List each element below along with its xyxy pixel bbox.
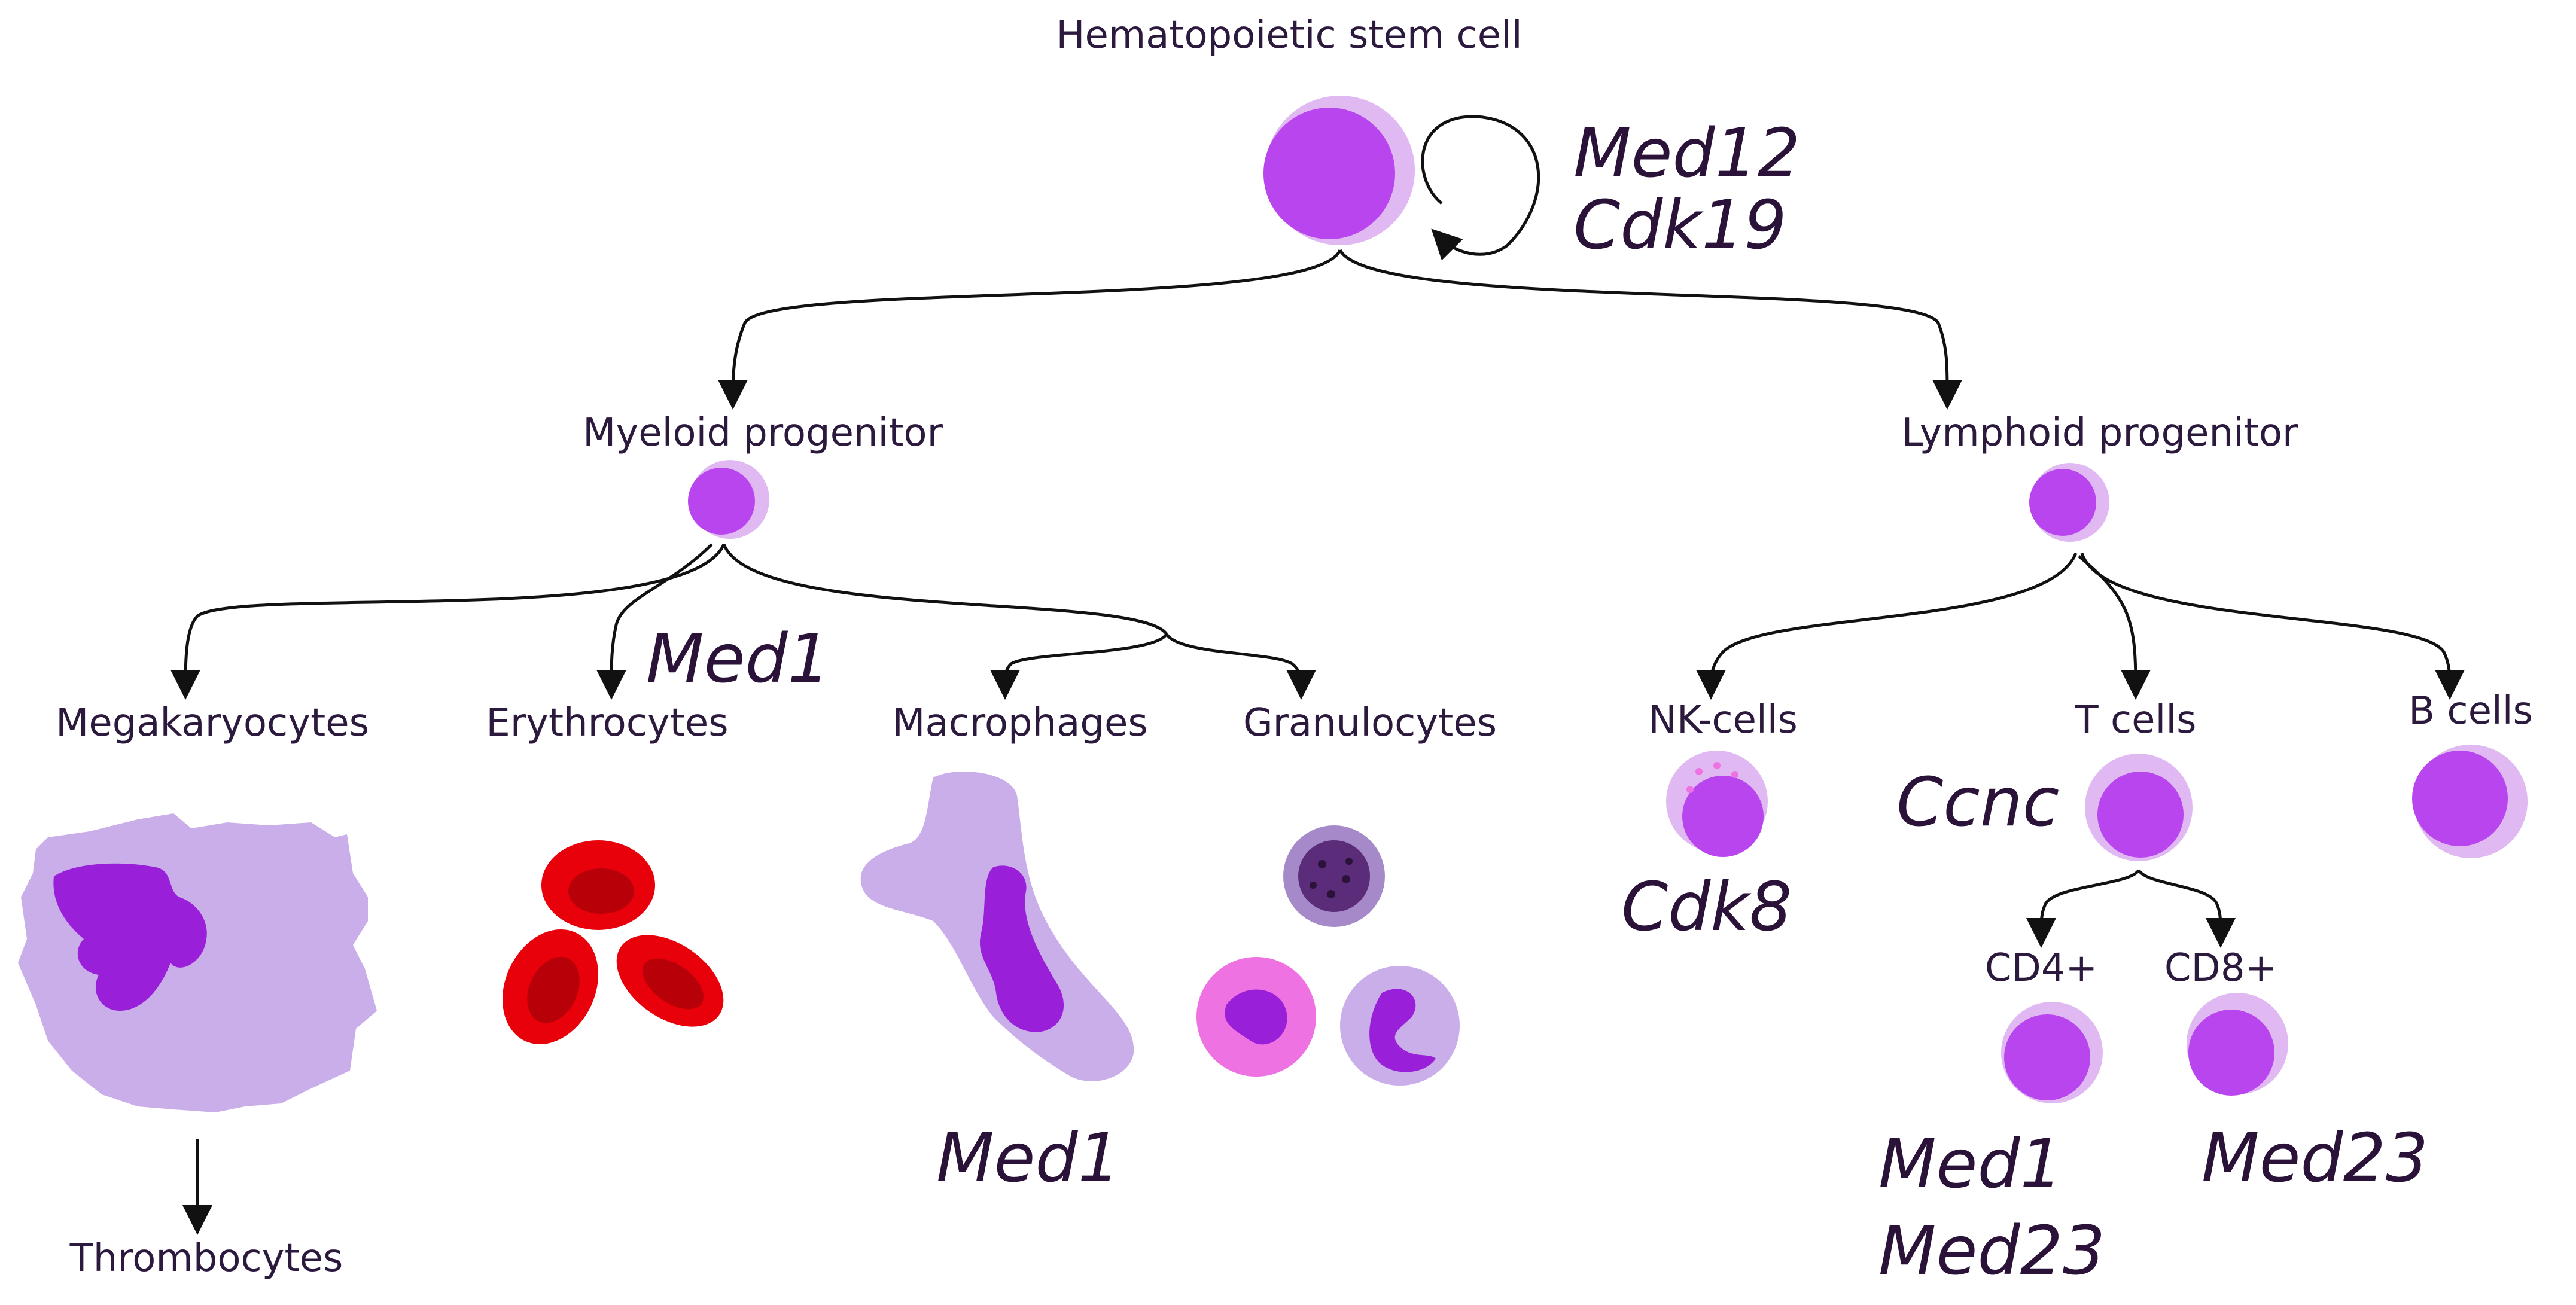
cd8-cell-icon [2187, 993, 2288, 1096]
edge-myeloid-split [722, 544, 1168, 635]
edge-lymphoid-t [2078, 555, 2151, 700]
nk-cell-icon [1666, 751, 1768, 857]
edge-lymphoid-nk [1696, 553, 2078, 700]
lymphoid-progenitor-cell-icon [2029, 463, 2109, 542]
edge-hsc-myeloid [718, 249, 1342, 410]
t-cell-icon [2085, 754, 2193, 861]
gene-cd4-med23: Med23 [1878, 1212, 2105, 1290]
edge-split-macrophages [990, 633, 1168, 700]
label-lymphoid-progenitor: Lymphoid progenitor [1902, 411, 2298, 455]
edge-t-cd8 [2137, 869, 2236, 948]
myeloid-progenitor-cell-icon [688, 460, 769, 539]
gene-nk-cdk8: Cdk8 [1621, 868, 1792, 946]
label-b-cells: B cells [2408, 689, 2533, 733]
gene-cd4-med1: Med1 [1878, 1126, 2063, 1203]
edge-t-cd4 [2026, 869, 2140, 948]
macrophage-cell-icon [860, 772, 1134, 1081]
b-cell-icon [2412, 745, 2528, 858]
label-hsc: Hematopoietic stem cell [1056, 13, 1522, 57]
gene-erythrocytes-med1: Med1 [646, 620, 830, 698]
edges [170, 115, 2465, 1235]
granulocytes-cells-icon [1196, 825, 1460, 1086]
label-cd4: CD4+ [1985, 946, 2097, 990]
label-t-cells: T cells [2075, 698, 2197, 742]
label-nk-cells: NK-cells [1648, 698, 1798, 742]
megakaryocyte-cell-icon [18, 813, 377, 1112]
label-granulocytes: Granulocytes [1243, 701, 1497, 745]
label-cd8: CD8+ [2164, 946, 2277, 990]
gene-cd8-med23: Med23 [2202, 1120, 2428, 1197]
gene-t-ccnc: Ccnc [1896, 764, 2059, 841]
edge-split-granulocytes [1165, 633, 1316, 700]
edge-myeloid-erythrocytes [596, 543, 713, 700]
cd4-cell-icon [2001, 1002, 2103, 1103]
label-megakaryocytes: Megakaryocytes [56, 701, 369, 745]
edge-myeloid-megakaryocytes [170, 544, 726, 700]
label-erythrocytes: Erythrocytes [486, 701, 728, 745]
erythrocytes-cells-icon [502, 840, 724, 1045]
hsc-cell-icon [1263, 96, 1415, 245]
gene-hsc-med12: Med12 [1573, 115, 1800, 193]
self-renewal-arrow [1421, 115, 1540, 261]
edge-lymphoid-b [2080, 553, 2465, 700]
node-labels: Hematopoietic stem cell Myeloid progenit… [56, 13, 2533, 1280]
label-macrophages: Macrophages [892, 701, 1147, 745]
label-thrombocytes: Thrombocytes [69, 1236, 343, 1280]
gene-macrophages-med1: Med1 [936, 1120, 1120, 1197]
gene-annotations: Med12 Cdk19 Med1 Med1 Cdk8 Ccnc Med1 Med… [646, 115, 2428, 1290]
label-myeloid-progenitor: Myeloid progenitor [583, 411, 943, 455]
gene-hsc-cdk19: Cdk19 [1573, 187, 1787, 264]
edge-hsc-lymphoid [1338, 249, 1963, 410]
